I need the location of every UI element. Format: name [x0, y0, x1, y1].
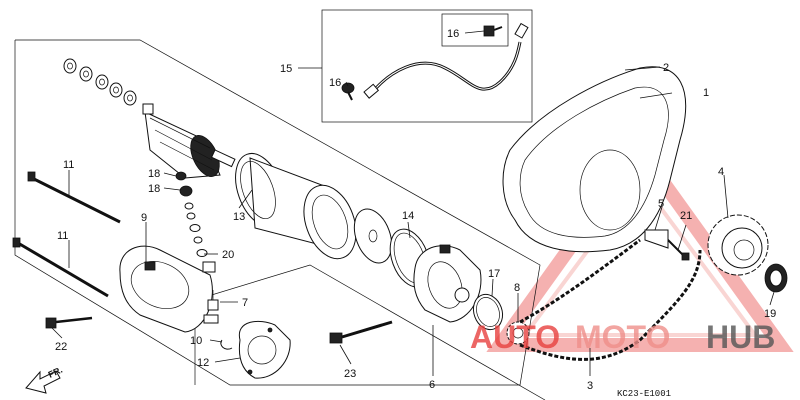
group-outline-cable	[321, 9, 533, 123]
leader-lines	[51, 30, 775, 376]
callout-18-lower: 18	[148, 183, 160, 195]
brush-spring	[220, 339, 233, 350]
watermark-hub: HUB	[706, 319, 775, 355]
callout-20: 20	[222, 249, 234, 261]
callout-6: 6	[429, 379, 435, 391]
callout-23: 23	[344, 368, 356, 380]
direction-label: FR.	[47, 365, 64, 380]
callout-14: 14	[402, 210, 414, 222]
starter-cable	[363, 22, 529, 99]
driven-sprocket	[707, 214, 769, 276]
brush-holder	[238, 320, 291, 379]
callout-5: 5	[658, 198, 664, 210]
chain-guide-bracket	[644, 229, 669, 249]
callout-16-lower: 16	[329, 77, 341, 89]
front-cover	[413, 244, 482, 323]
cable-bolt-lower	[341, 82, 355, 101]
front-direction-arrow: FR.	[25, 365, 64, 394]
watermark-auto: AUTO	[470, 319, 560, 355]
callout-19: 19	[764, 308, 776, 320]
oil-seal	[764, 263, 788, 293]
callout-1: 1	[703, 87, 709, 99]
bolt-22	[45, 316, 93, 329]
crankcase-cover-gasket	[502, 66, 687, 253]
callout-11-upper: 11	[63, 159, 74, 171]
drawing-code: KC23-E1001	[617, 389, 671, 399]
callout-11-lower: 11	[57, 230, 68, 242]
group-outline-bolt16	[441, 13, 509, 47]
starter-chain	[519, 238, 702, 361]
washer-stack	[63, 58, 137, 106]
callout-21: 21	[680, 210, 692, 222]
callout-8: 8	[514, 282, 520, 294]
callout-12: 12	[197, 357, 209, 369]
through-bolt-upper	[27, 171, 122, 224]
group-outline-lower	[194, 264, 546, 400]
brush-part	[203, 290, 219, 324]
callout-16-upper: 16	[447, 28, 459, 40]
callout-7: 7	[242, 297, 248, 309]
callout-10: 10	[190, 335, 202, 347]
callout-3: 3	[587, 380, 593, 392]
rear-cover	[119, 245, 213, 333]
armature	[142, 103, 236, 179]
callout-13: 13	[233, 211, 245, 223]
callout-22: 22	[55, 341, 67, 353]
thrust-washer	[353, 208, 393, 264]
cable-bolt-upper	[483, 25, 503, 37]
callout-15: 15	[280, 63, 292, 75]
callout-labels: 1 2 3 4 5 6 7 8 9 10 11 11 12 13 14 15 1…	[55, 28, 776, 392]
callout-4: 4	[718, 166, 724, 178]
motor-yoke	[235, 153, 357, 260]
callout-2: 2	[663, 62, 669, 74]
bolt-23	[329, 320, 393, 344]
through-bolt-lower	[12, 237, 110, 298]
callout-18-upper: 18	[148, 168, 160, 180]
callout-17: 17	[488, 268, 500, 280]
callout-9: 9	[141, 212, 147, 224]
watermark-brand: AUTO MOTO HUB	[470, 319, 775, 355]
watermark-moto: MOTO	[575, 319, 670, 355]
insulator-stack	[175, 171, 216, 273]
group-outline-main	[14, 39, 541, 386]
